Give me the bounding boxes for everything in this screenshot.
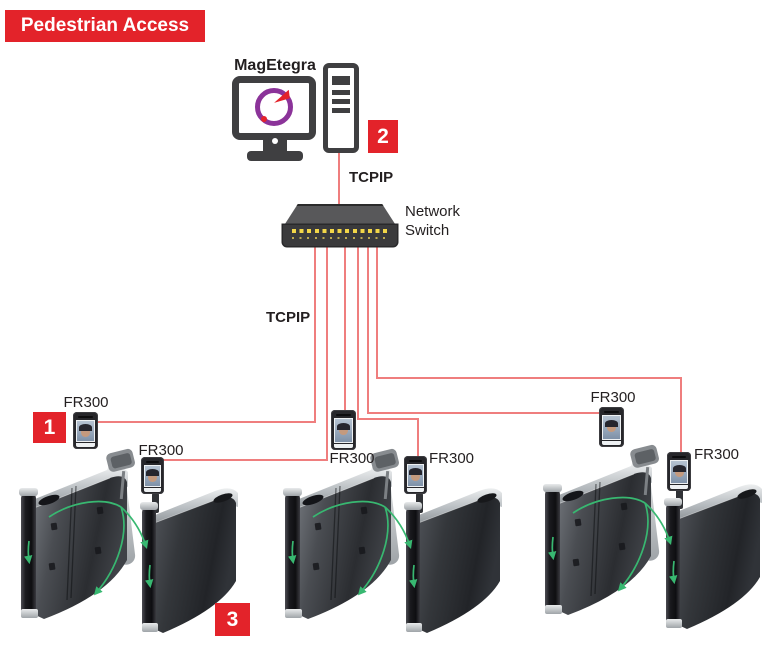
switch-led-row (292, 229, 390, 233)
gate-left-cabinet (543, 459, 660, 615)
fr300-label-3: FR300 (329, 450, 375, 467)
passage-arrows (23, 500, 154, 596)
fr300-device-1 (73, 412, 98, 449)
cable-server-to-switch (338, 152, 340, 208)
gate-left-cabinet (19, 463, 136, 619)
gate-left-cabinet (283, 463, 400, 619)
cable-drop-4 (357, 245, 359, 420)
passage-arrows (287, 500, 418, 596)
cable-to-fr300-5 (367, 412, 601, 414)
turnstile-pair-graphic (19, 448, 238, 633)
switch-label-line1: Network (405, 203, 461, 220)
cable-drop-2 (326, 245, 328, 461)
logo-dot-icon (261, 116, 267, 122)
fr300-label-5: FR300 (590, 389, 636, 406)
magetegra-logo-icon (255, 88, 293, 126)
tcpip-trunk-label: TCPIP (266, 309, 311, 326)
pc-tower-icon (323, 63, 359, 153)
fr300-label-4: FR300 (429, 450, 475, 467)
cable-drop-5 (367, 245, 369, 414)
tcpip-server-label: TCPIP (349, 169, 394, 186)
card-reader-slot (38, 494, 60, 506)
gate-right-cabinet (404, 488, 502, 633)
monitor-stand-joint (268, 134, 282, 148)
server-name-label: MagEtegra (234, 57, 316, 74)
switch-led-row-2 (292, 237, 390, 239)
fr300-device-4 (404, 456, 427, 494)
lane-camera-icon (370, 448, 399, 500)
cable-drop-1 (314, 245, 316, 423)
cable-run-4 (357, 418, 419, 420)
cable-run-6 (376, 377, 682, 379)
passage-arrows (547, 496, 678, 592)
turnstile-pair-graphic (543, 444, 762, 629)
cable-to-fr300-4 (417, 420, 419, 458)
fr300-device-5 (599, 407, 624, 447)
gate-right-cabinet (664, 484, 762, 629)
lane-camera-icon (106, 448, 135, 500)
network-switch-icon (283, 204, 397, 227)
monitor-icon (232, 76, 316, 140)
fr300-label-2: FR300 (138, 442, 184, 459)
turnstile-pair-graphic (283, 448, 502, 633)
fr300-label-1: FR300 (63, 394, 109, 411)
badge-1: 1 (33, 412, 66, 443)
turnstile-pair-3 (532, 439, 764, 645)
fr300-label-6: FR300 (694, 446, 740, 463)
card-reader-slot (562, 490, 584, 502)
turnstile-pair-2 (272, 443, 504, 649)
badge-2: 2 (368, 120, 398, 153)
fr300-device-3 (331, 410, 356, 450)
monitor-base (247, 151, 303, 161)
turnstile-pair-1 (8, 443, 240, 649)
cable-to-fr300-2 (160, 459, 328, 461)
fr300-device-6 (667, 452, 691, 491)
gate-right-cabinet (140, 488, 238, 633)
fr300-device-2 (141, 457, 164, 494)
card-reader-slot (302, 494, 324, 506)
badge-3: 3 (215, 603, 250, 636)
switch-label-line2: Switch (405, 222, 450, 239)
cable-to-fr300-6 (680, 379, 682, 454)
page-title: Pedestrian Access (5, 10, 205, 42)
cable-to-fr300-1 (97, 421, 316, 423)
cable-drop-6 (376, 245, 378, 379)
lane-camera-icon (630, 444, 659, 496)
cable-to-fr300-3 (344, 245, 346, 412)
switch-label: Network Switch (405, 202, 460, 240)
